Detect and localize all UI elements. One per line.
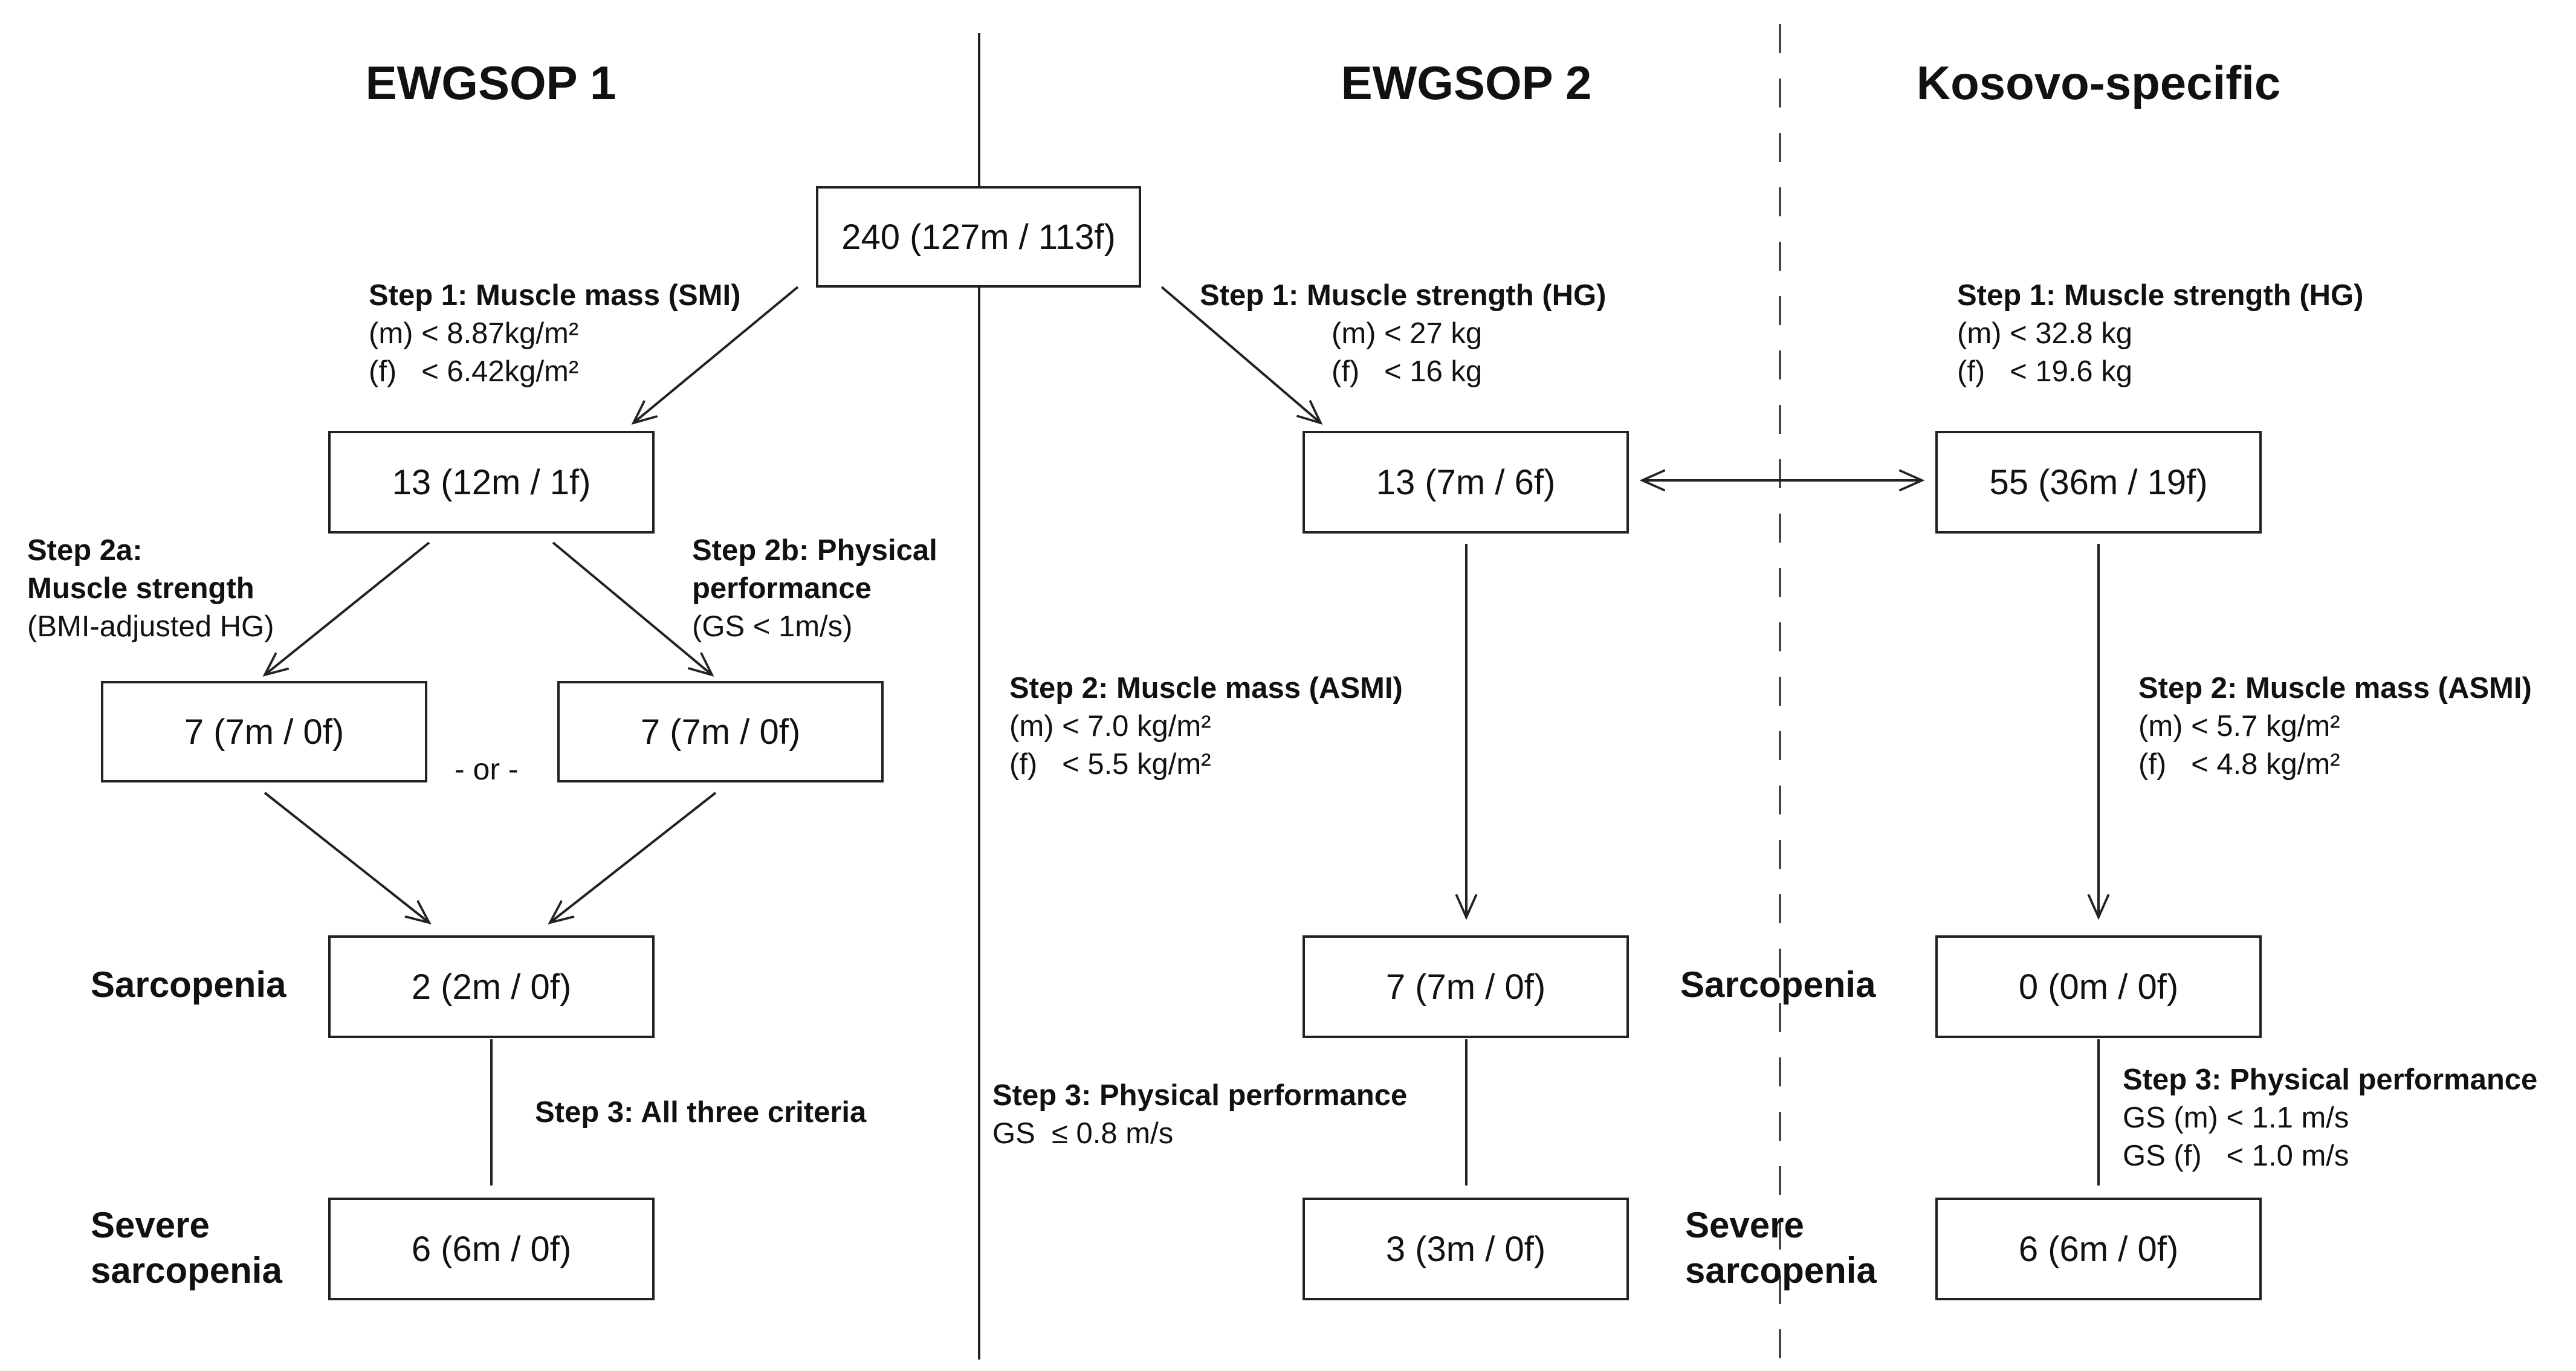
step-ew1-1: Step 1: Muscle mass (SMI) (m) < 8.87kg/m… [369,277,740,391]
step-title: Step 2b: Physical [692,534,937,567]
step-criterion: (m) < 27 kg [1332,317,1483,350]
arrow-2a-to-sarc [264,792,429,923]
step-criterion: (f) < 19.6 kg [1957,355,2133,388]
step-criterion: (m) < 8.87kg/m² [369,317,579,350]
step-criterion: (m) < 7.0 kg/m² [1009,710,1211,743]
row-label-sarcopenia-right: Sarcopenia [1680,964,1876,1005]
box-kos-sarcopenia: 0 (0m / 0f) [1935,935,2262,1038]
box-ew1-step2a: 7 (7m / 0f) [101,681,427,782]
header-ewgsop2: EWGSOP 2 [1341,56,1592,109]
step-ew2-3: Step 3: Physical performance GS ≤ 0.8 m/… [992,1077,1407,1153]
step-criterion: GS (f) < 1.0 m/s [2123,1140,2349,1172]
row-label-sarcopenia-left: Sarcopenia [91,964,286,1005]
arrow-ew1-to-2a [265,541,430,675]
header-kosovo: Kosovo-specific [1916,56,2281,109]
step-title: Step 2: Muscle mass (ASMI) [1009,672,1403,705]
step-title: Step 3: All three criteria [535,1096,867,1129]
box-ew1-sarcopenia: 2 (2m / 0f) [328,935,655,1038]
box-kos-severe: 6 (6m / 0f) [1935,1198,2262,1300]
step-title: Step 1: Muscle strength (HG) [1957,279,2364,312]
step-title: Step 1: Muscle mass (SMI) [369,279,741,312]
step-title: Step 3: Physical performance [2123,1063,2538,1096]
step-criterion: GS ≤ 0.8 m/s [992,1117,1174,1150]
step-criterion: (f) < 16 kg [1332,355,1483,388]
step-criterion: (f) < 4.8 kg/m² [2138,748,2340,781]
step-kos-3: Step 3: Physical performance GS (m) < 1.… [2123,1061,2537,1175]
step-criterion: GS (m) < 1.1 m/s [2123,1102,2349,1134]
or-label: - or - [455,752,519,786]
step-title: Step 3: Physical performance [992,1079,1408,1112]
box-ew2-sarcopenia: 7 (7m / 0f) [1303,935,1629,1038]
box-ew1-severe: 6 (6m / 0f) [328,1198,655,1300]
header-ewgsop1: EWGSOP 1 [365,56,616,109]
row-label-severe-right: Severe sarcopenia [1685,1202,1877,1293]
box-ew1-step1: 13 (12m / 1f) [328,431,655,534]
box-ew2-step1: 13 (7m / 6f) [1303,431,1629,534]
step-kos-2: Step 2: Muscle mass (ASMI) (m) < 5.7 kg/… [2138,669,2532,784]
step-criterion: (m) < 5.7 kg/m² [2138,710,2340,743]
step-title: Step 2: Muscle mass (ASMI) [2138,672,2532,705]
step-criterion: (BMI-adjusted HG) [27,610,274,643]
box-ew2-severe: 3 (3m / 0f) [1303,1198,1629,1300]
row-label-severe-left: Severe sarcopenia [91,1202,282,1293]
arrow-total-to-ew2 [1160,286,1321,423]
step-kos-1: Step 1: Muscle strength (HG) (m) < 32.8 … [1957,277,2363,391]
step-ew1-2b: Step 2b: Physical performance (GS < 1m/s… [692,532,937,646]
row-label-line: Severe [1685,1205,1804,1245]
arrow-total-to-ew1 [633,286,799,423]
step-title: Muscle strength [27,572,254,605]
step-title: Step 1: Muscle strength (HG) [1200,279,1607,312]
arrow-ew1-to-2b [552,541,712,675]
step-criterion: (f) < 6.42kg/m² [369,355,579,388]
row-label-line: sarcopenia [1685,1250,1877,1291]
box-kos-step1: 55 (36m / 19f) [1935,431,2262,534]
step-criterion: (m) < 32.8 kg [1957,317,2133,350]
row-label-line: Severe [91,1205,210,1245]
step-ew1-2a: Step 2a: Muscle strength (BMI-adjusted H… [27,532,274,646]
box-ew1-step2b: 7 (7m / 0f) [557,681,884,782]
step-ew2-1: Step 1: Muscle strength (HG) (m) < 27 kg… [1200,277,1606,391]
step-title: Step 2a: [27,534,143,567]
step-ew2-2: Step 2: Muscle mass (ASMI) (m) < 7.0 kg/… [1009,669,1403,784]
arrow-2b-to-sarc [550,792,717,923]
step-criterion: (f) < 5.5 kg/m² [1009,748,1211,781]
row-label-line: sarcopenia [91,1250,282,1291]
step-title: performance [692,572,872,605]
step-criterion: (GS < 1m/s) [692,610,853,643]
box-total: 240 (127m / 113f) [816,186,1141,288]
step-ew1-3: Step 3: All three criteria [535,1094,866,1132]
